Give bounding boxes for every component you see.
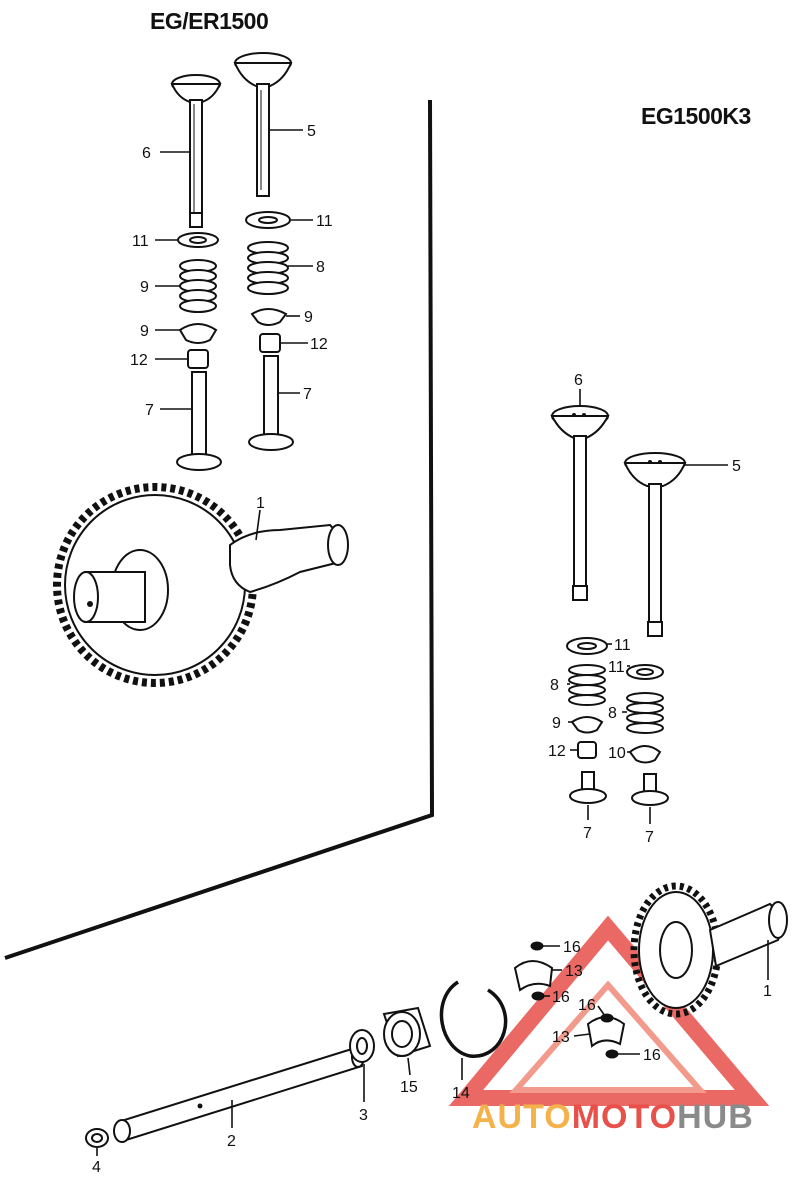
callout-bottom-16c: 16 — [578, 997, 596, 1014]
pin-16d — [605, 1049, 619, 1059]
callout-labels: 6 5 11 11 9 8 9 9 12 12 7 7 1 6 5 11 11 … — [92, 123, 772, 1176]
callout-right-10: 10 — [608, 745, 626, 762]
valve-5-left — [233, 52, 293, 197]
callout-right-9: 9 — [552, 715, 561, 732]
leader-lines — [96, 129, 769, 1156]
callout-bottom-16d: 16 — [643, 1047, 661, 1064]
watermark-hub: HUB — [677, 1098, 754, 1136]
callout-left-7b: 7 — [303, 386, 312, 403]
lifter-7-right — [248, 355, 294, 451]
callout-left-11b: 11 — [316, 213, 333, 230]
governor-gear-1 — [630, 882, 788, 1018]
callout-left-7a: 7 — [145, 402, 154, 419]
guide-12-right — [259, 333, 281, 353]
pin-16a — [530, 941, 544, 951]
spring-9-left — [179, 259, 217, 313]
bearing-15 — [382, 1006, 432, 1058]
callout-right-7b: 7 — [645, 829, 654, 846]
spring-8-k3b — [626, 692, 664, 734]
retainer-10-k3 — [628, 745, 662, 764]
callout-bottom-16b: 16 — [552, 989, 570, 1006]
callout-right-8b: 8 — [608, 705, 617, 722]
callout-bottom-16a: 16 — [563, 939, 581, 956]
lifter-7-k3b — [631, 773, 669, 806]
watermark-auto: AUTO — [472, 1098, 572, 1136]
snap-ring-14 — [439, 980, 508, 1058]
guide-12-k3 — [577, 741, 597, 759]
callout-left-9b: 9 — [140, 323, 149, 340]
valve-6-left — [170, 74, 222, 228]
callout-left-12a: 12 — [130, 352, 148, 369]
retainer-9-right — [250, 308, 288, 326]
valve-6-right — [550, 405, 610, 601]
callout-right-11a: 11 — [614, 637, 631, 654]
callout-bottom-13a: 13 — [565, 963, 583, 980]
pin-16b — [531, 991, 545, 1001]
callout-bottom-14: 14 — [452, 1085, 470, 1102]
callout-right-11b: 11 — [608, 659, 625, 676]
weight-13-upper — [513, 960, 554, 992]
lifter-7-k3a — [569, 771, 607, 804]
callout-right-6: 6 — [574, 372, 583, 389]
callout-right-12: 12 — [548, 743, 566, 760]
callout-bottom-4: 4 — [92, 1159, 101, 1176]
callout-bottom-3: 3 — [359, 1107, 368, 1124]
callout-bottom-1: 1 — [763, 983, 772, 1000]
watermark-triangle — [448, 915, 770, 1106]
title-right: EG1500K3 — [641, 103, 751, 129]
callout-right-5: 5 — [732, 458, 741, 475]
callout-left-5: 5 — [307, 123, 316, 140]
retainer-9-left — [178, 323, 218, 344]
callout-left-11a: 11 — [132, 233, 149, 250]
svg-text:AUTOMOTOHUB: AUTOMOTOHUB — [472, 1098, 754, 1136]
spring-8-k3a — [568, 664, 606, 706]
callout-bottom-2: 2 — [227, 1133, 236, 1150]
watermark-moto: MOTO — [572, 1098, 677, 1136]
pin-16c — [600, 1013, 614, 1023]
callout-right-7a: 7 — [583, 825, 592, 842]
callout-left-8: 8 — [316, 259, 325, 276]
washer-4 — [85, 1128, 109, 1148]
title-left: EG/ER1500 — [150, 8, 269, 34]
shaft-2 — [113, 1046, 365, 1143]
callout-left-6: 6 — [142, 145, 151, 162]
callout-bottom-15: 15 — [400, 1079, 418, 1096]
callout-left-9c: 9 — [304, 309, 313, 326]
callout-left-12b: 12 — [310, 336, 328, 353]
callout-left-9a: 9 — [140, 279, 149, 296]
guide-12-left — [187, 349, 209, 369]
valve-5-right — [623, 452, 687, 637]
watermark-logo: AUTOMOTOHUB — [472, 1098, 754, 1136]
retainer-9-k3 — [570, 716, 604, 734]
callout-bottom-13b: 13 — [552, 1029, 570, 1046]
callout-right-8a: 8 — [550, 677, 559, 694]
lifter-7-left — [176, 371, 222, 471]
callout-left-1: 1 — [256, 495, 265, 512]
spring-8-left — [247, 241, 289, 295]
washer-3 — [349, 1029, 375, 1063]
camshaft-gear-1 — [53, 483, 349, 687]
section-divider-line — [4, 99, 435, 960]
weight-13-lower — [586, 1016, 626, 1048]
